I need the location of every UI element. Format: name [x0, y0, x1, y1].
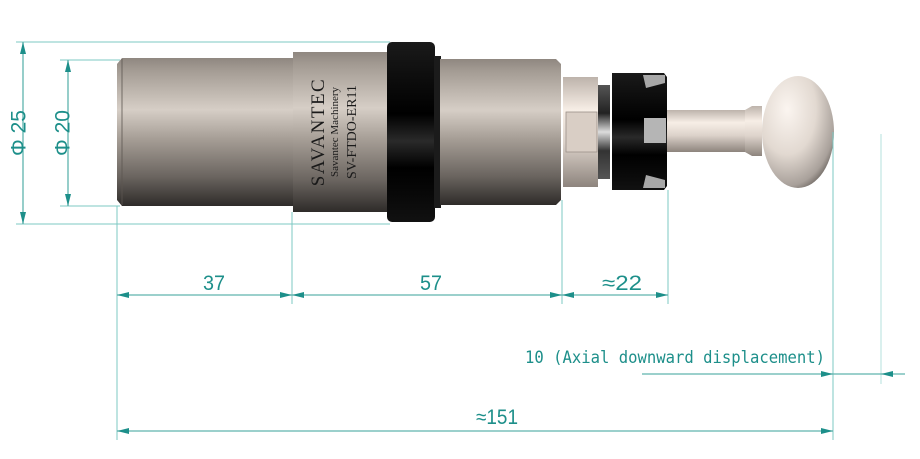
dim-displacement: 10 (Axial downward displacement)	[525, 348, 825, 368]
main-body	[293, 52, 389, 212]
dim-body-length: 57	[420, 272, 442, 295]
tool-assembly: SAVANTEC Savantec Machinery SV-FTDO-ER11	[117, 42, 834, 222]
brand-engraving: SAVANTEC	[308, 78, 329, 186]
company-engraving: Savantec Machinery	[329, 86, 341, 177]
stylus-ball	[762, 76, 834, 188]
stylus-stem	[667, 110, 747, 152]
dimension-lines	[16, 41, 882, 440]
front-body	[440, 59, 561, 205]
dim-nose-length: ≈22	[602, 272, 642, 295]
dim-shank-diameter: Φ 20	[52, 110, 75, 156]
black-ring	[387, 42, 435, 222]
shank	[117, 58, 296, 206]
neck	[598, 85, 610, 179]
dim-outer-diameter: Φ 25	[8, 110, 31, 156]
dim-total-length: ≈151	[476, 406, 518, 429]
dim-shank-length: 37	[203, 272, 225, 295]
collet-nut	[612, 73, 667, 190]
model-engraving: SV-FTDO-ER11	[345, 85, 360, 179]
dimension-arrows	[20, 42, 905, 434]
dimension-labels: Φ 25 Φ 20 37 57 ≈22 10 (Axial downward d…	[8, 110, 825, 429]
